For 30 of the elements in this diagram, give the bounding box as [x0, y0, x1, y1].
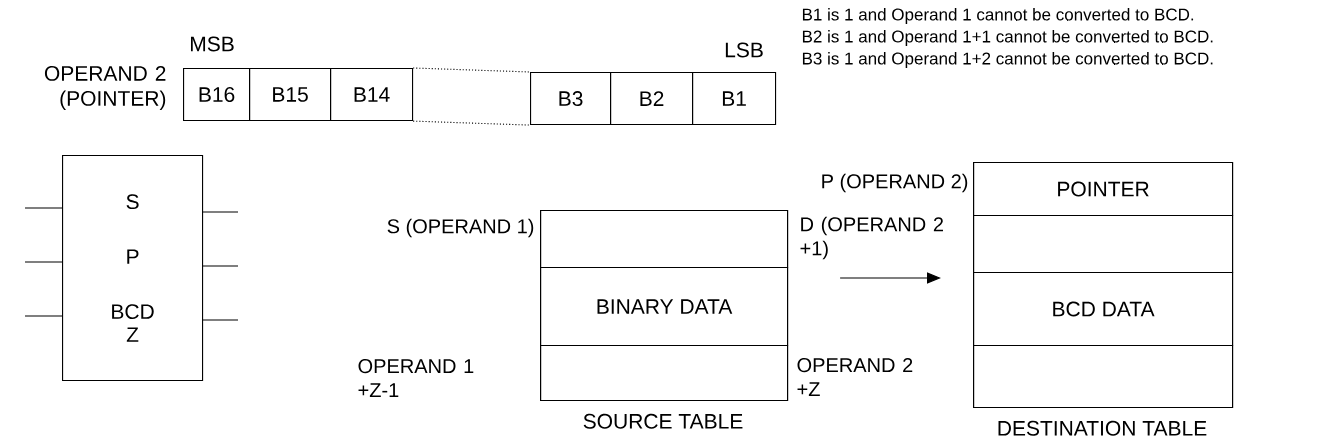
- label-text: B1 is 1 and Operand 1 cannot be converted to BCD.: [802, 8, 1194, 24]
- bit-cell: B16: [183, 68, 251, 122]
- label-text: D (OPERAND 2 +1): [800, 216, 943, 260]
- table-row: [973, 215, 1234, 274]
- label-text: OPERAND 1 +Z-1: [358, 359, 474, 397]
- label-text: B3 is 1 and Operand 1+2 cannot be converted to BCD.: [802, 52, 1213, 68]
- label-text: OPERAND 2 (POINTER): [44, 66, 166, 110]
- label-text: MSB: [191, 36, 234, 52]
- label-text: LSB: [725, 42, 763, 58]
- bit-cell: B14: [330, 68, 414, 122]
- table-row: POINTER: [973, 162, 1234, 217]
- label-text: B2 is 1 and Operand 1+1 cannot be converted to BCD.: [802, 30, 1213, 46]
- arrow: [839, 272, 941, 284]
- instruction-block: S P BCD Z: [62, 155, 204, 382]
- dotted-line: [412, 120, 531, 126]
- table-caption: DESTINATION TABLE: [998, 420, 1207, 436]
- bit-cell: B15: [249, 68, 332, 122]
- bit-cell: B1: [692, 72, 777, 126]
- label-text: P (OPERAND 2): [822, 173, 968, 193]
- table-row: [540, 210, 789, 269]
- label-text: S (OPERAND 1): [387, 218, 534, 238]
- table-row: [973, 345, 1234, 409]
- label-text: OPERAND 2 +Z: [797, 358, 913, 396]
- dotted-line: [412, 67, 531, 73]
- bit-cell: B3: [530, 72, 612, 126]
- table-row: BCD DATA: [973, 272, 1234, 347]
- table-caption: SOURCE TABLE: [583, 413, 743, 429]
- table-row: BINARY DATA: [540, 267, 789, 347]
- table-row: [540, 345, 789, 402]
- bit-cell: B2: [610, 72, 694, 126]
